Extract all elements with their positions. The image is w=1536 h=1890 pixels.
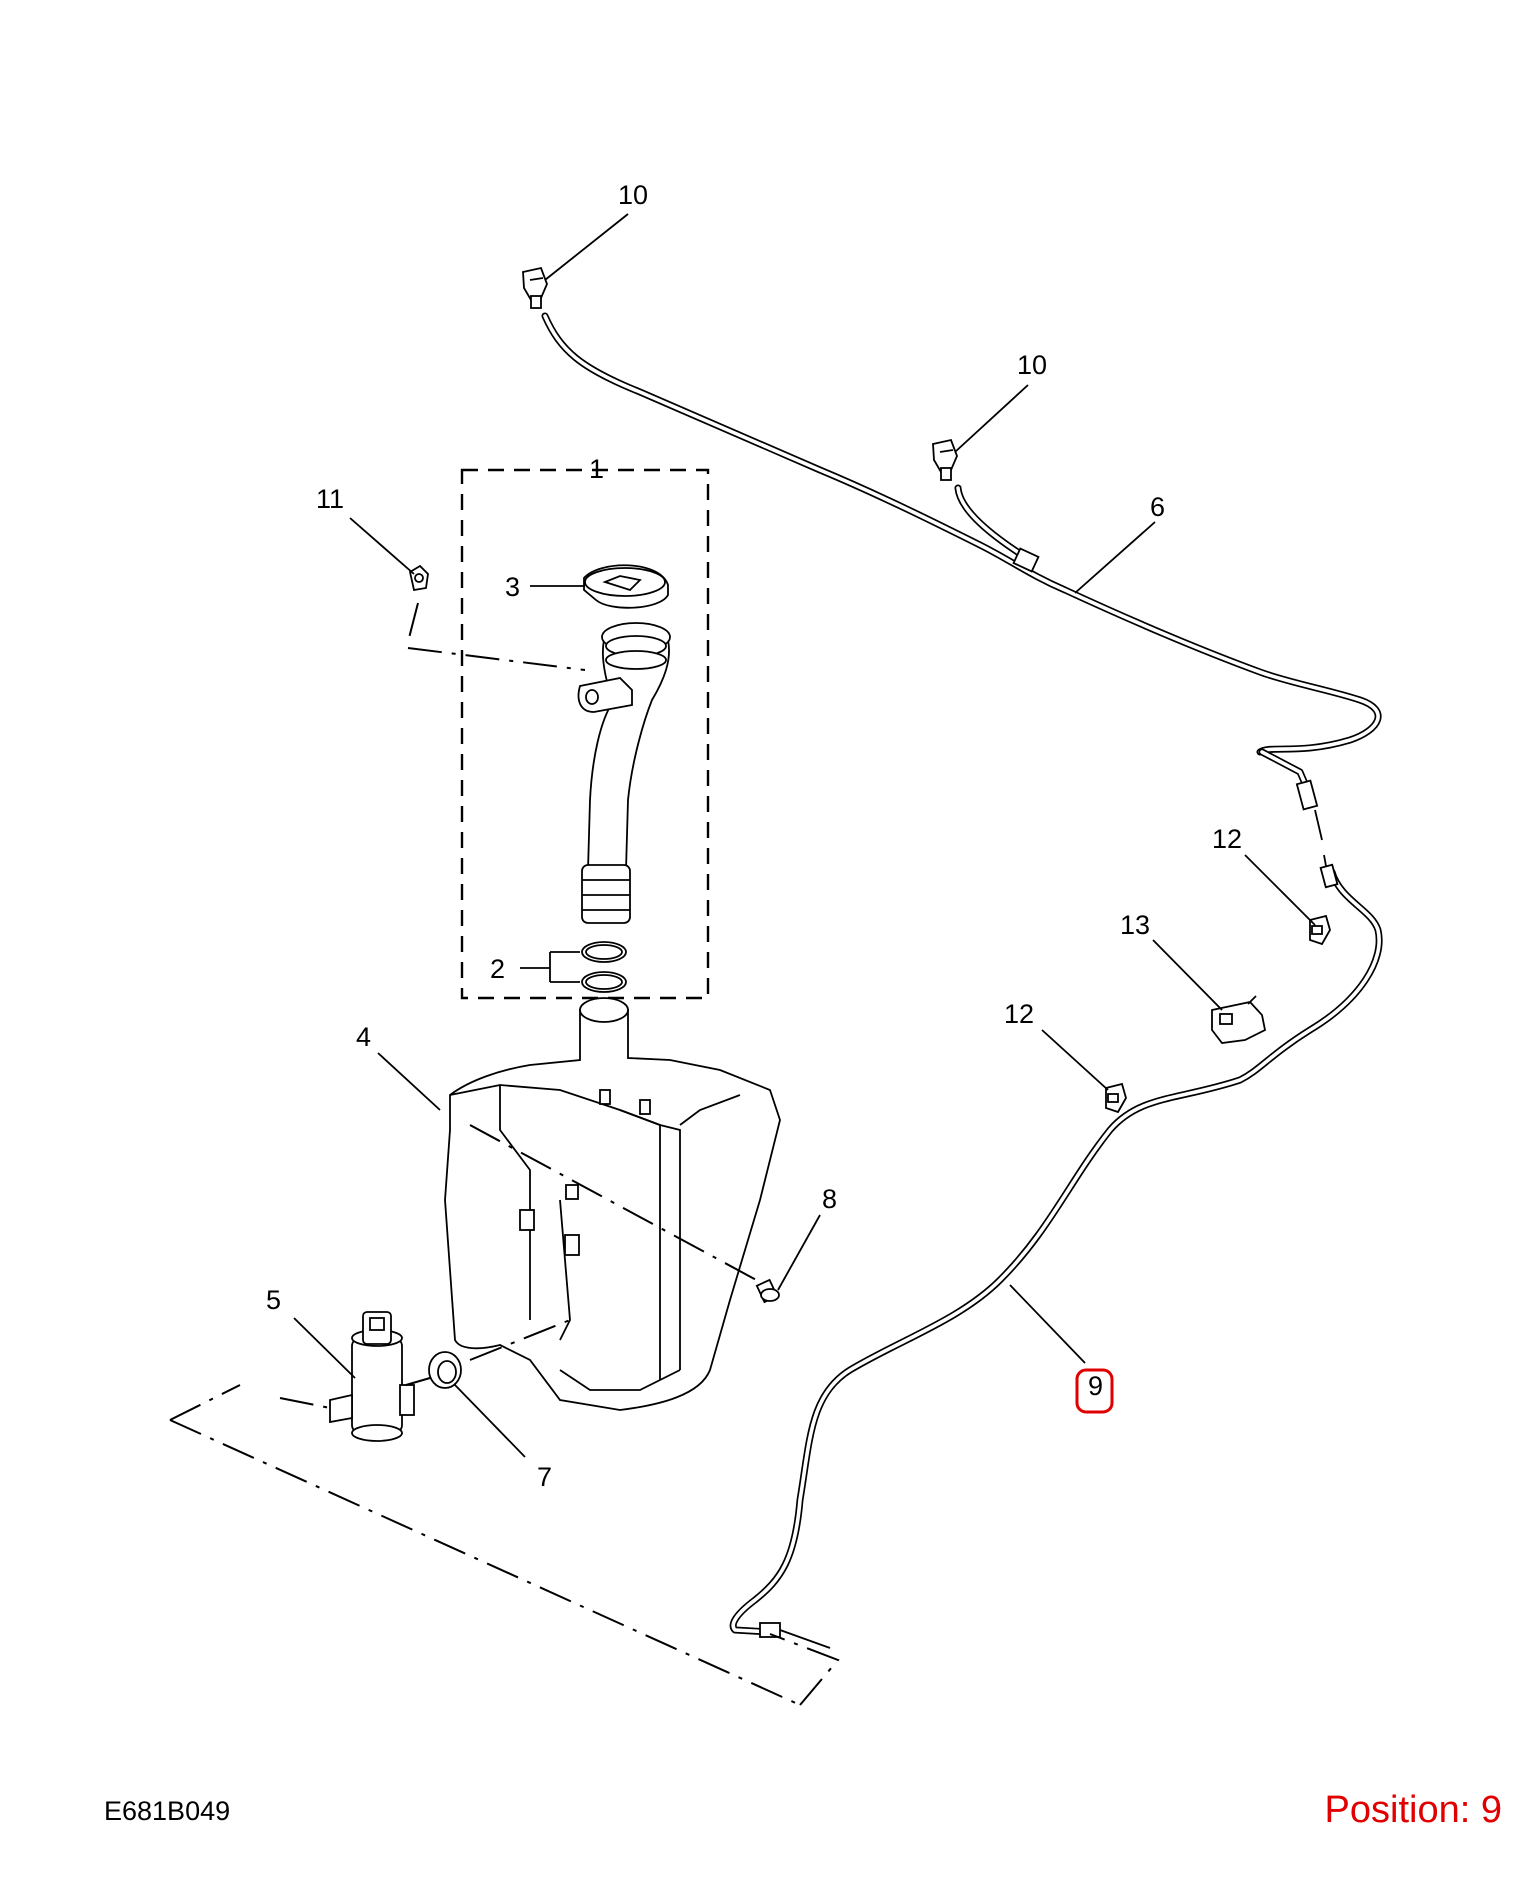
assembly-reference-lines [169,602,840,1706]
callout-3: 3 [505,572,520,602]
leader-lines [293,213,1316,1458]
hose-9[interactable] [729,854,1383,1649]
washer-jet-10-left[interactable] [522,266,548,309]
washer-reservoir-4[interactable] [444,997,781,1411]
filler-neck[interactable] [577,622,671,924]
filler-cap-3[interactable] [583,564,669,609]
callout-1: 1 [589,454,604,484]
washer-pump-5[interactable] [329,1311,415,1442]
callout-12: 12 [1004,999,1034,1029]
position-indicator: Position: 9 [1325,1789,1502,1831]
o-rings-2[interactable] [581,941,627,993]
callout-5: 5 [266,1285,281,1315]
callout-2: 2 [490,954,505,984]
callout-7: 7 [537,1462,552,1492]
bracket-13[interactable] [1211,995,1267,1044]
callout-4: 4 [356,1022,371,1052]
callout-11: 11 [316,484,344,514]
pump-grommet-7[interactable] [428,1351,462,1389]
diagram-code: E681B049 [104,1796,230,1826]
callout-9-highlighted[interactable]: 9 [1088,1371,1103,1401]
hose-6[interactable] [541,312,1382,841]
clip-12-lower[interactable] [1105,1082,1127,1114]
callout-8: 8 [822,1184,837,1214]
callout-10: 10 [618,180,648,210]
clip-11[interactable] [408,564,429,592]
callout-labels: 10 10 1 11 3 6 12 13 12 2 4 8 5 9 7 [266,180,1242,1492]
clip-12-upper[interactable] [1309,914,1331,946]
bolt-8[interactable] [755,1278,780,1304]
callout-10: 10 [1017,350,1047,380]
callout-13: 13 [1120,910,1150,940]
filler-assembly-box [460,468,710,1000]
callout-12: 12 [1212,824,1242,854]
callout-9-highlight-box [1075,1368,1114,1414]
washer-jet-10-right[interactable] [932,438,958,481]
callout-6: 6 [1150,492,1165,522]
